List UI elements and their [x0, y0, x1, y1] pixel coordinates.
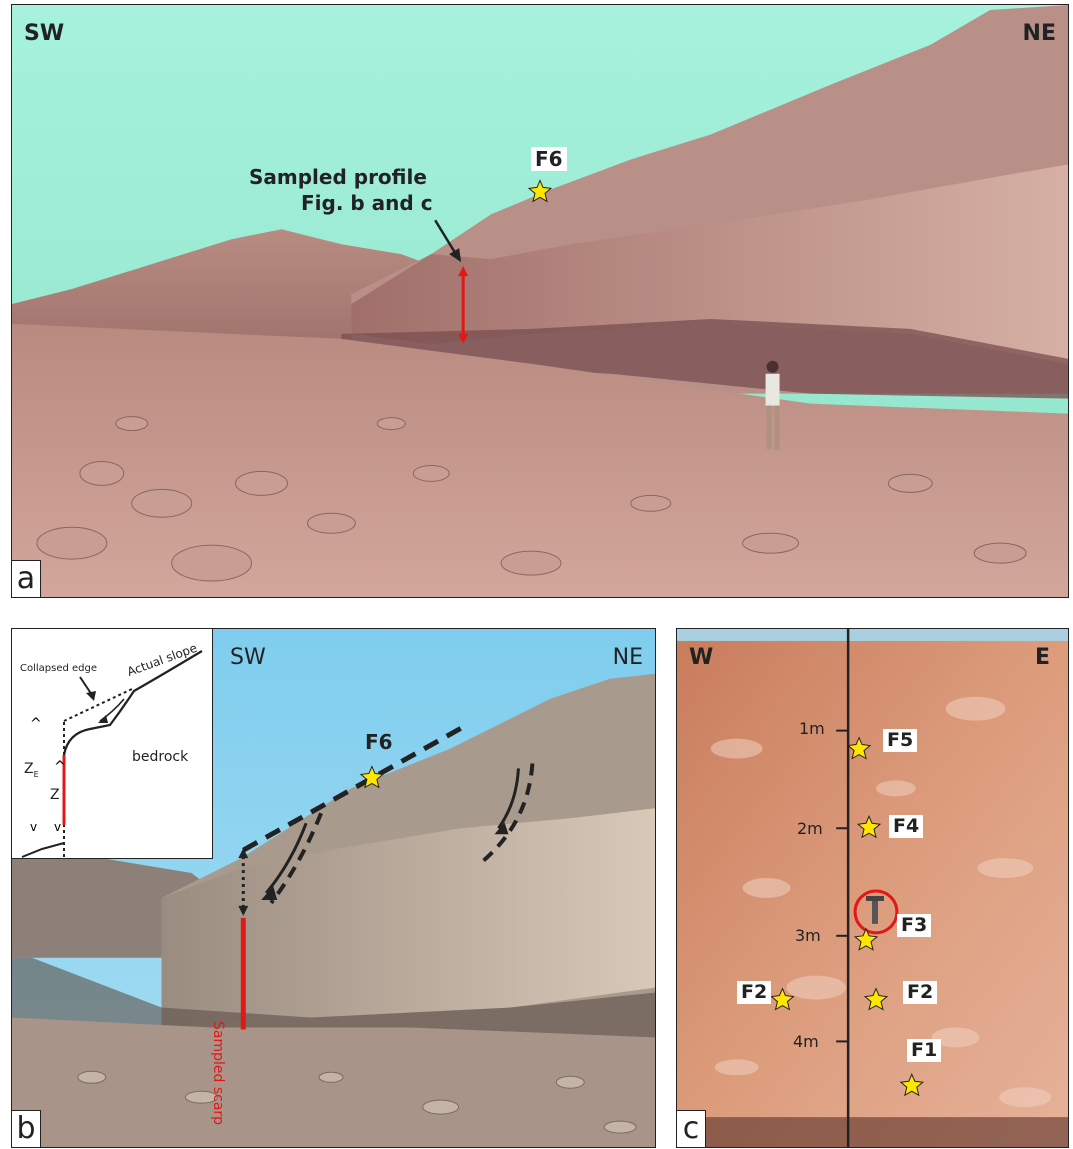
inset-bedrock: bedrock: [132, 749, 189, 765]
panel-b-photo: [12, 629, 655, 1147]
star-icon: [899, 1073, 924, 1097]
direction-ne: NE: [1022, 21, 1056, 46]
depth-label-1m: 1m: [799, 719, 825, 738]
depth-label-4m: 4m: [793, 1032, 819, 1051]
star-icon: [856, 815, 882, 839]
svg-text:^: ^: [54, 759, 66, 775]
depth-label-2m: 2m: [797, 819, 823, 838]
svg-text:^: ^: [30, 716, 42, 732]
star-icon: [359, 765, 385, 789]
slope-dashed-line: [242, 723, 467, 853]
star-icon: [846, 736, 872, 760]
star-icon: [527, 179, 553, 203]
annotation-line1: Sampled profile: [249, 165, 427, 189]
panel-c: W E 1m 2m 3m 4m F5 F4 F3 F2 F2 F1 c: [676, 628, 1069, 1148]
direction-sw: SW: [230, 645, 266, 670]
scarp-label: Sampled scarp: [210, 1021, 226, 1126]
panel-letter-a: a: [12, 560, 41, 597]
star-icon: [863, 987, 889, 1011]
direction-e: E: [1034, 645, 1050, 670]
annotation-line2: Fig. b and c: [301, 191, 433, 215]
site-tag-f6: F6: [365, 730, 393, 754]
panel-letter-b: b: [12, 1110, 41, 1147]
panel-a: SW NE F6 Sampled profile Fig. b and c a: [11, 4, 1069, 598]
panel-a-photo: [12, 5, 1068, 597]
panel-b: ^ v ^ v Collapsed edge Actual slope bedr…: [11, 628, 656, 1148]
sample-tag-f1: F1: [907, 1039, 942, 1062]
sample-tag-f2-east: F2: [903, 981, 938, 1004]
sample-tag-f2-west: F2: [737, 981, 772, 1004]
panel-c-photo: [677, 629, 1068, 1147]
direction-ne: NE: [612, 645, 643, 670]
hammer-circle: [853, 889, 899, 935]
star-icon: [770, 987, 795, 1011]
sample-tag-f3: F3: [897, 914, 932, 937]
pointer-arrow: [434, 219, 459, 257]
depth-label-3m: 3m: [795, 926, 821, 945]
panel-letter-c: c: [677, 1110, 706, 1147]
svg-text:v: v: [30, 820, 37, 834]
direction-sw: SW: [24, 21, 65, 46]
sample-tag-f5: F5: [883, 729, 918, 752]
direction-w: W: [689, 645, 714, 670]
inset-collapsed-edge: Collapsed edge: [20, 663, 98, 674]
site-tag-f6: F6: [531, 147, 567, 171]
inset-z-label: Z: [50, 787, 60, 803]
sample-tag-f4: F4: [889, 815, 924, 838]
person-figure: [765, 360, 780, 450]
inset-diagram: ^ v ^ v Collapsed edge Actual slope bedr…: [12, 629, 213, 859]
star-icon: [853, 927, 879, 951]
svg-text:v: v: [54, 820, 61, 834]
profile-red-arrow: [458, 266, 469, 344]
inset-ze-label: ZE: [24, 761, 39, 779]
